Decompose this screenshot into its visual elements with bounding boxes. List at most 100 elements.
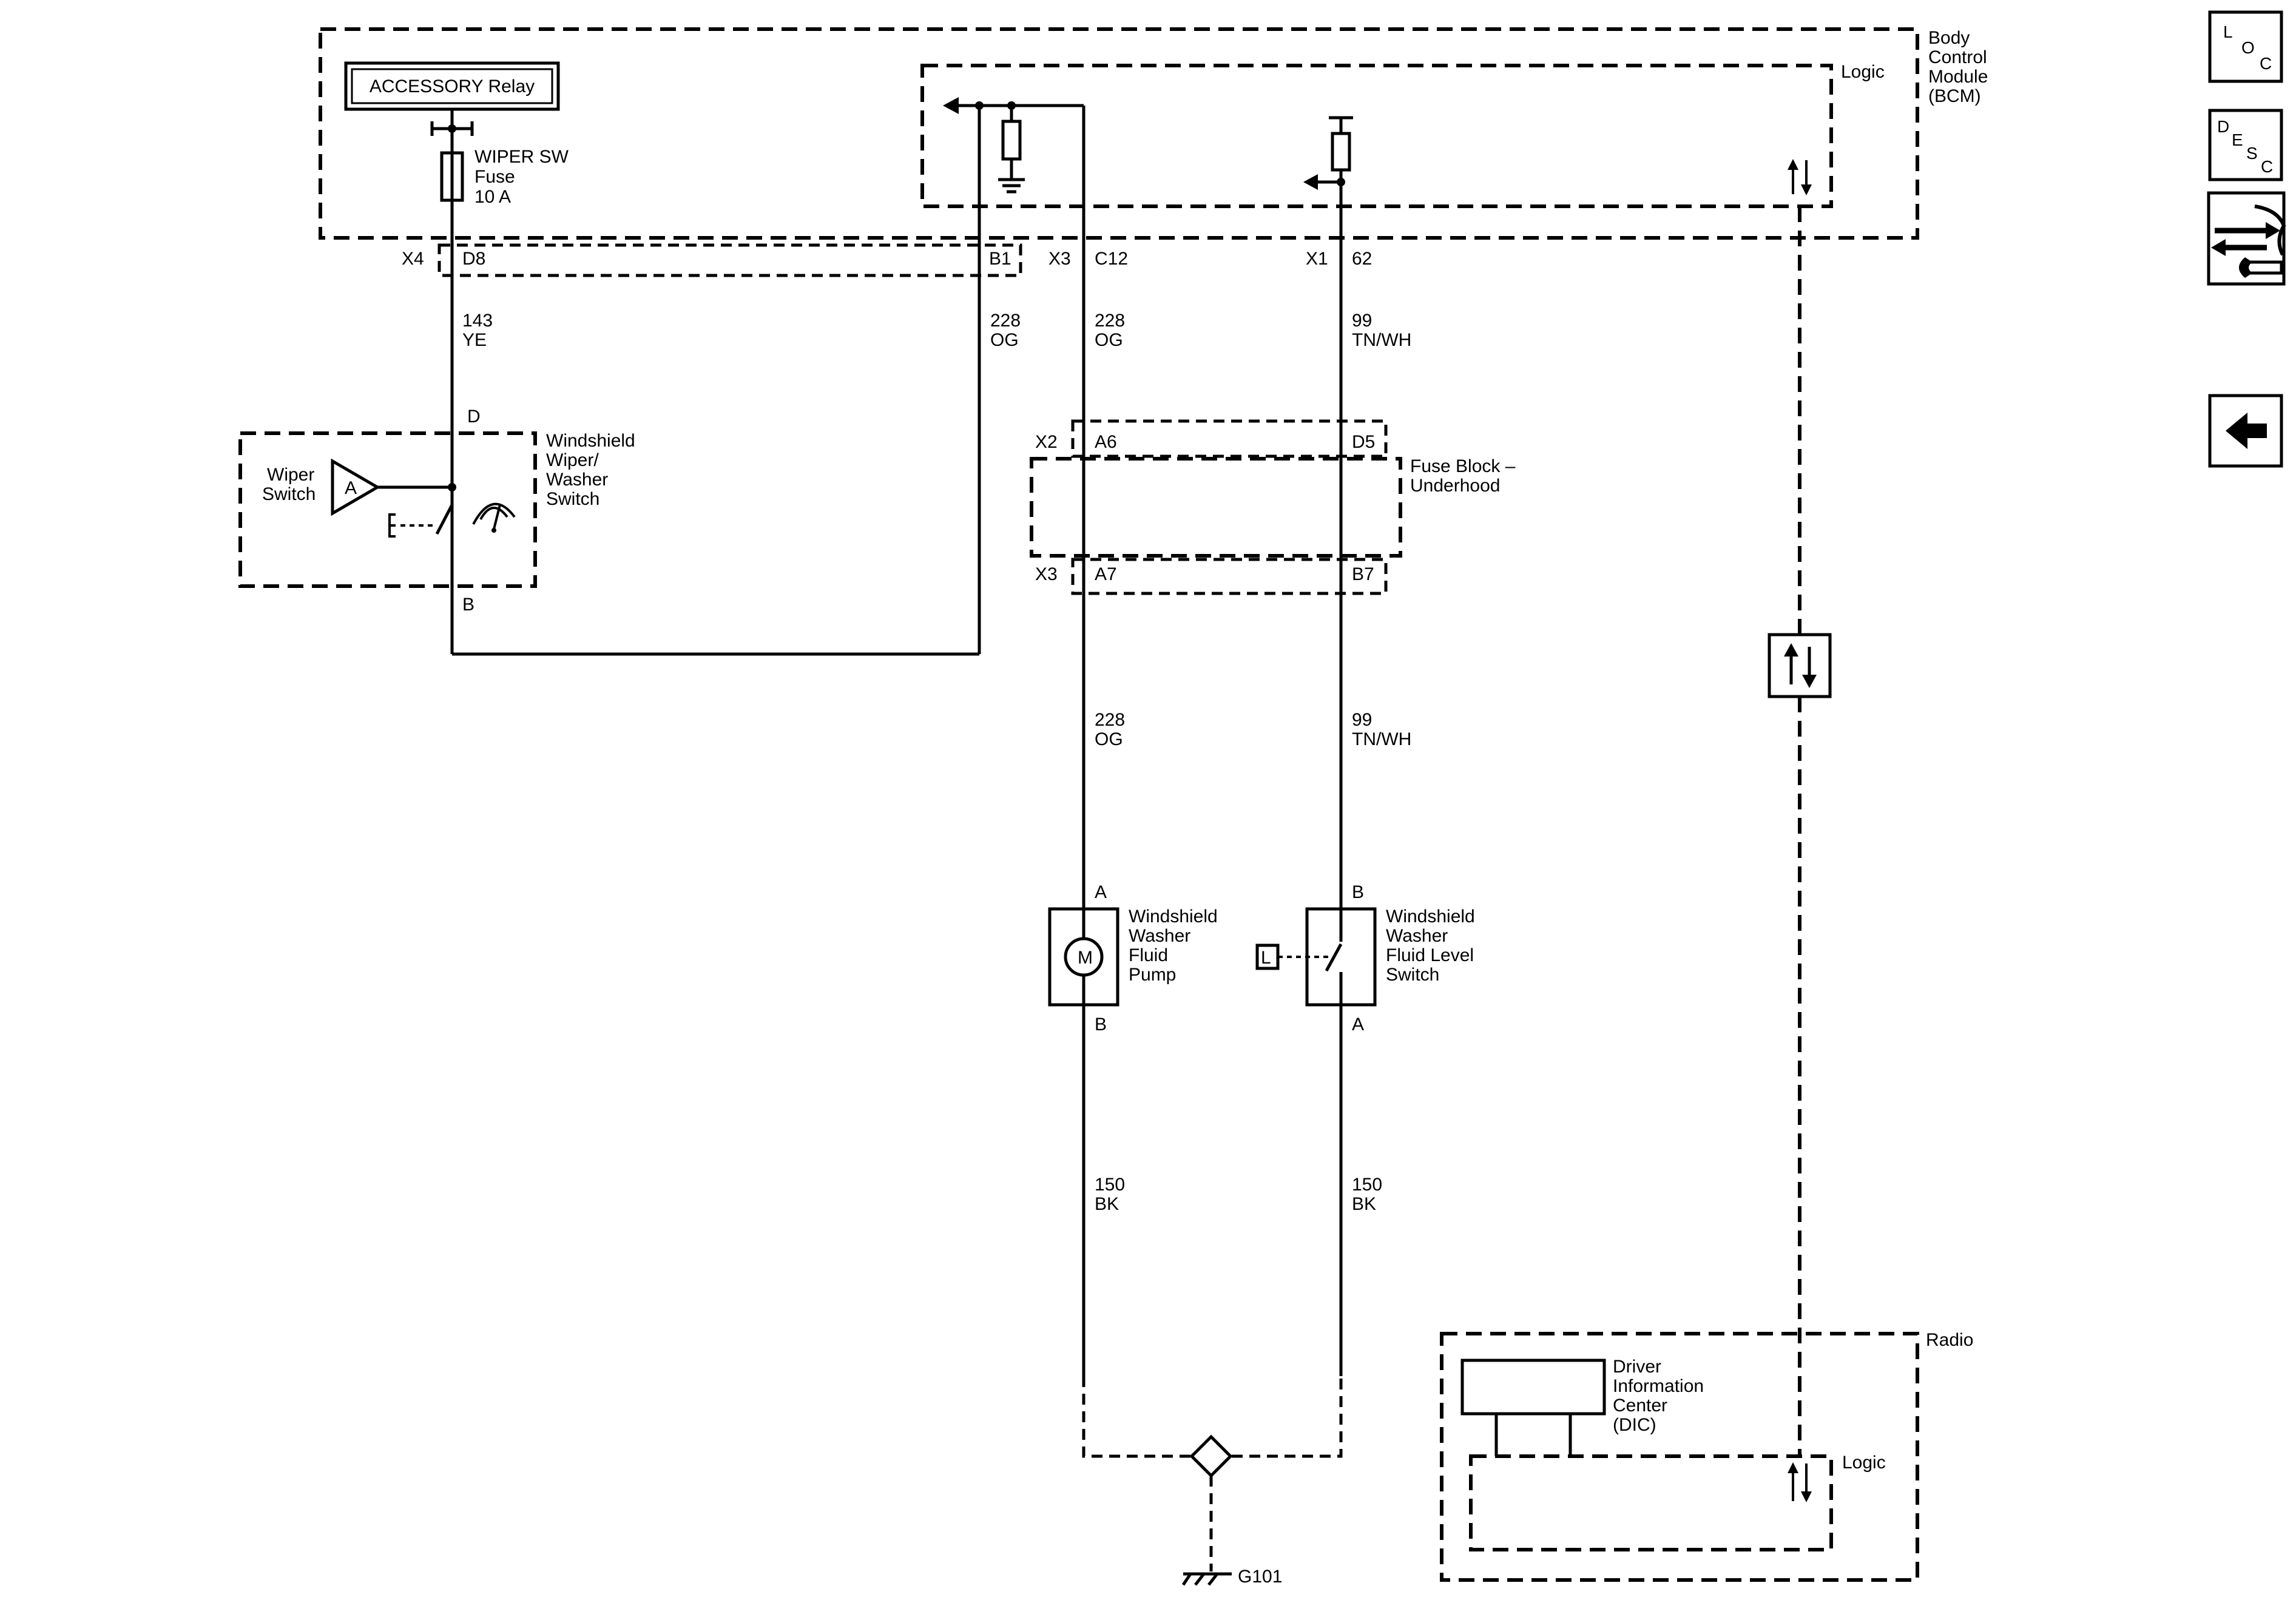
wire-150-right-color: BK [1352,1194,1376,1214]
pump-motor-symbol: M [1078,948,1093,968]
connector-repair-button[interactable] [2207,191,2286,286]
wire-99-lower-color: TN/WH [1352,729,1411,749]
bcm-serial-data-icon [1788,159,1812,195]
bcm-logic-label: Logic [1841,62,1885,82]
level-switch-name-1: Windshield [1386,906,1475,927]
radio-module: Radio Driver Information Center (DIC) Lo… [1440,1330,1973,1582]
serial-data-line [1768,206,1832,1456]
connector-x4: X4 [402,249,424,269]
fuse-block-underhood: X2 A6 D5 X3 A7 B7 Fuse Block – Underhood [1030,419,1516,595]
level-symbol: L [1261,948,1271,968]
connector-a6: A6 [1095,432,1117,452]
dic-name-1: Driver [1613,1357,1661,1377]
level-switch-pin-a: A [1352,1014,1364,1035]
wiper-symbol-icon [472,502,516,525]
fuse-label-line-3: 10 A [474,187,511,207]
wiper-sw-fuse [430,109,474,202]
wire-228-lower-color: OG [1095,729,1123,749]
dic-display [1460,1359,1606,1416]
level-switch-name-2: Washer [1386,926,1448,946]
dic-name-2: Information [1613,1376,1704,1396]
splice-diamond [1189,1434,1233,1478]
wire-150-left-color: BK [1095,1194,1119,1214]
desc-letter-c: C [2261,157,2273,176]
pump-name-1: Windshield [1129,906,1218,927]
wire-228-b1-number: 228 [990,311,1021,331]
connector-x2: X2 [1035,432,1058,452]
washer-fluid-level-switch: L B A Windshield Washer Fluid Level Swit… [1255,882,1475,1035]
radio-name: Radio [1926,1330,1973,1350]
loc-letter-o: O [2241,38,2255,57]
wire-228-c12-color: OG [1095,330,1123,350]
connector-x3-mid: X3 [1035,564,1058,584]
level-switch-name-3: Fluid Level [1386,945,1474,965]
loc-letter-c: C [2260,54,2272,73]
fuse-block-name-2: Underhood [1410,476,1500,496]
connector-x4-strip: X4 D8 B1 X3 C12 X1 62 [402,243,1372,277]
bcm-level-input [1303,116,1353,238]
back-button[interactable] [2208,394,2283,468]
wiper-switch-name-1: Windshield [546,431,635,451]
wiper-switch-inner-2: Switch [262,484,316,504]
bcm-name-line-4: (BCM) [1928,86,1981,106]
wiper-washer-switch: D B Windshield Wiper/ Washer Switch Wipe… [238,407,635,615]
wire-150-left-number: 150 [1095,1175,1125,1195]
wire-150-right-number: 150 [1352,1175,1382,1195]
wiper-symbol-a: A [345,478,357,498]
pump-name-3: Fluid [1129,945,1168,965]
connector-x1: X1 [1306,249,1328,269]
wire-143-color: YE [462,330,487,350]
desc-letter-d: D [2217,117,2229,136]
connector-d5: D5 [1352,432,1375,452]
pump-pin-b: B [1095,1014,1107,1035]
bcm-logic-box [920,64,1833,208]
radio-logic-label: Logic [1842,1453,1886,1473]
ground-g101-label: G101 [1238,1567,1282,1587]
loc-letter-l: L [2223,22,2233,41]
connector-x3-top: X3 [1048,249,1071,269]
connector-62: 62 [1352,249,1372,269]
dic-name-4: (DIC) [1613,1415,1656,1435]
wire-99-top-color: TN/WH [1352,330,1411,350]
wiper-switch-name-2: Wiper/ [546,450,599,470]
accessory-relay-label: ACCESSORY Relay [370,76,535,96]
ground-g101: G101 [1082,1376,1343,1587]
level-switch-name-4: Switch [1386,965,1439,985]
wire-228-c12-number: 228 [1095,311,1125,331]
dic-name-3: Center [1613,1396,1667,1416]
bcm-name-line-2: Control [1928,47,1987,67]
connector-d8: D8 [462,249,485,269]
pump-name-4: Pump [1129,965,1176,985]
fuse-label-line-1: WIPER SW [474,147,569,167]
connector-b1: B1 [989,249,1011,269]
bcm-pump-driver [943,97,1086,238]
pump-name-2: Washer [1129,926,1190,946]
bcm-module: Body Control Module (BCM) Logic ACCESSOR… [319,27,1988,240]
wire-99-lower-number: 99 [1352,710,1372,730]
fuse-block-name-1: Fuse Block – [1410,456,1516,476]
serial-data-box [1768,633,1832,698]
wiper-switch-name-3: Washer [546,470,608,490]
connector-wrench-icon [2211,204,2286,278]
radio-logic-box [1469,1454,1833,1551]
wire-228-b1-color: OG [990,330,1019,350]
connector-a7: A7 [1095,564,1117,584]
loc-button[interactable]: L O C [2208,10,2283,83]
bcm-name-line-3: Module [1928,67,1988,87]
connector-b7: B7 [1352,564,1374,584]
desc-button[interactable]: D E S C [2208,109,2283,181]
wiper-switch-pin-b: B [462,595,474,615]
desc-letter-e: E [2232,130,2243,149]
wire-99-top-number: 99 [1352,311,1372,331]
desc-letter-s: S [2246,144,2258,163]
back-arrow-icon [2226,413,2267,449]
wire-143-number: 143 [462,311,493,331]
wiper-switch-name-4: Switch [546,489,599,509]
level-switch-pin-b: B [1352,882,1364,902]
bcm-name-line-1: Body [1928,28,1970,48]
fuse-label-line-2: Fuse [474,167,515,187]
wiper-switch-inner-1: Wiper [267,465,314,485]
wiper-switch-pin-d: D [467,407,481,427]
connector-c12: C12 [1095,249,1128,269]
